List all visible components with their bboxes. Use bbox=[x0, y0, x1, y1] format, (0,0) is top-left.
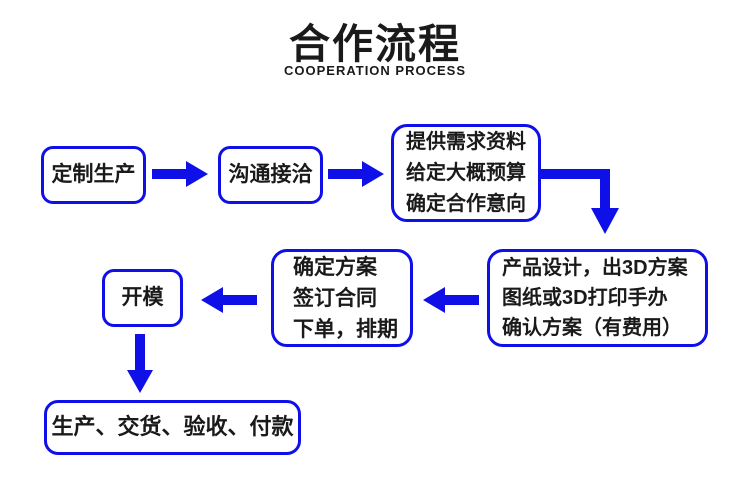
step-line: 确定合作意向 bbox=[406, 192, 526, 215]
step-line: 确定方案 bbox=[293, 255, 377, 279]
step-line: 给定大概预算 bbox=[406, 161, 526, 184]
flow-step-production-delivery: 生产、交货、验收、付款 bbox=[44, 400, 301, 455]
arrow-elbow-down-icon bbox=[540, 169, 619, 234]
flow-step-mold-opening: 开模 bbox=[102, 269, 183, 327]
flow-step-custom-production: 定制生产 bbox=[41, 146, 146, 204]
arrow-right-icon bbox=[328, 161, 384, 187]
step-line: 下单，排期 bbox=[293, 317, 398, 341]
step-line: 提供需求资料 bbox=[406, 130, 526, 153]
arrow-left-icon bbox=[201, 287, 257, 313]
page-title: 合作流程 bbox=[289, 21, 461, 67]
step-line: 确认方案（有费用） bbox=[502, 317, 682, 339]
arrow-down-icon bbox=[127, 334, 153, 393]
flow-step-product-design: 产品设计，出3D方案 图纸或3D打印手办 确认方案（有费用） bbox=[487, 249, 708, 347]
step-line: 签订合同 bbox=[293, 286, 377, 310]
step-line: 图纸或3D打印手办 bbox=[502, 287, 668, 309]
flow-step-requirements: 提供需求资料 给定大概预算 确定合作意向 bbox=[391, 124, 541, 222]
flow-step-communication: 沟通接洽 bbox=[218, 146, 323, 204]
step-label: 定制生产 bbox=[51, 163, 136, 187]
arrow-right-icon bbox=[152, 161, 208, 187]
page-subtitle: COOPERATION PROCESS bbox=[283, 63, 466, 78]
step-label: 开模 bbox=[121, 286, 164, 310]
step-line: 产品设计，出3D方案 bbox=[502, 257, 688, 279]
step-label: 生产、交货、验收、付款 bbox=[51, 414, 294, 440]
arrow-left-icon bbox=[423, 287, 479, 313]
flow-step-confirm-plan: 确定方案 签订合同 下单，排期 bbox=[271, 249, 413, 347]
step-label: 沟通接洽 bbox=[228, 163, 313, 187]
